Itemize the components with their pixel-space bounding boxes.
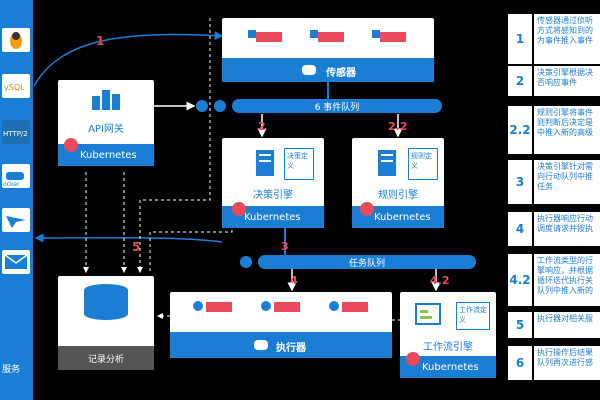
step-text: 执行操作后结果 队列再次进行感 (534, 346, 600, 380)
step-row-4: 4 执行器响应行动 调度请求并按执 (508, 212, 600, 246)
step-num: 6 (508, 346, 532, 380)
rule-engine-k8s: Kubernetes (352, 206, 444, 228)
step-text: 工作流类型的行 擎响应，并根据 循环迭代执行关 队列中推入新的 (534, 254, 600, 306)
server-icon (256, 150, 274, 176)
mysql-icon: ySQL (2, 74, 30, 98)
executor-box: 执行器 (170, 292, 392, 358)
step-num: 4 (508, 212, 532, 246)
decision-engine-box: 决策定义 决策引擎 Kubernetes (222, 138, 324, 228)
step-num: 4.2 (508, 254, 532, 306)
sensor-box: 传感器 (222, 18, 434, 82)
step-number-4: 4 (290, 274, 298, 287)
step-text: 执行器响应行动 调度请求并按执 (534, 212, 600, 246)
database-icon (84, 284, 128, 320)
step-row-2: 2 决策引擎根据决 否响应事件 (508, 66, 600, 96)
step-number-2: 2 (258, 120, 266, 133)
step-row-6: 6 执行操作后结果 队列再次进行感 (508, 346, 600, 380)
rule-engine-box: 规则定义 规则引擎 Kubernetes (352, 138, 444, 228)
decision-engine-k8s: Kubernetes (222, 206, 324, 228)
mail-icon (2, 250, 30, 274)
rule-engine-title: 规则引擎 (378, 190, 418, 201)
server-icon (378, 150, 396, 176)
event-queue: 6 事件队列 (232, 99, 442, 113)
task-queue-dot (240, 256, 252, 268)
executor-title: 执行器 (276, 343, 306, 354)
step-row-3: 3 决策引擎针对需 向行动队列中推 任务 (508, 160, 600, 204)
sidebar-label: 服务 (2, 365, 21, 375)
svg-text:ySQL: ySQL (4, 83, 25, 92)
workflow-definition-doc: 工作流定义 (456, 302, 490, 330)
rule-definition-doc: 规则定义 (408, 148, 438, 180)
sensor-module-icons (248, 30, 406, 42)
step-num: 1 (508, 14, 532, 64)
step-text: 决策引擎根据决 否响应事件 (534, 66, 600, 96)
step-row-4-2: 4.2 工作流类型的行 擎响应，并根据 循环迭代执行关 队列中推入新的 (508, 254, 600, 306)
docker-icon: ocker (2, 164, 30, 188)
decision-engine-title: 决策引擎 (253, 190, 293, 201)
step-text: 决策引擎针对需 向行动队列中推 任务 (534, 160, 600, 204)
executor-bar: 执行器 (170, 332, 392, 358)
api-gateway-title: API网关 (88, 124, 124, 135)
step-row-1: 1 传感器通过侦听 方式将感知到的 为事件推入事件 (508, 14, 600, 64)
mongodb-box: MongoDB 记录分析 (58, 276, 154, 370)
step-num: 5 (508, 312, 532, 338)
helm-icon (64, 138, 78, 152)
step-number-4-2: 4.2 (430, 274, 450, 287)
step-row-5: 5 执行器对相关服 (508, 312, 600, 338)
step-number-5: 5 (132, 240, 141, 254)
step-text: 规则引擎将事件 则判断后决定是 中推入新的高级 (534, 106, 600, 154)
workflow-engine-box: 工作流定义 工作流引擎 Kubernetes (400, 292, 496, 378)
mongodb-title: MongoDB (79, 318, 133, 329)
svg-text:HTTP/2: HTTP/2 (3, 130, 28, 138)
event-queue-dot (196, 100, 208, 112)
workflow-icon (415, 303, 441, 325)
executor-module-icons (193, 301, 368, 312)
step-number-2-2: 2.2 (388, 120, 408, 133)
step-num: 2 (508, 66, 532, 96)
api-gateway-box: API网关 Kubernetes (58, 80, 154, 166)
docker-icon (302, 65, 316, 75)
workflow-engine-title: 工作流引擎 (423, 342, 473, 353)
sensor-title: 传感器 (326, 68, 356, 79)
sensor-bar: 传感器 (222, 58, 434, 82)
task-queue: 任务队列 (258, 255, 476, 269)
event-queue-dot (214, 100, 226, 112)
record-analysis-label: 记录分析 (58, 346, 154, 370)
api-gateway-k8s: Kubernetes (58, 144, 154, 166)
helm-icon (232, 202, 246, 216)
helm-icon (360, 202, 374, 216)
step-number-1: 1 (96, 34, 105, 48)
step-row-2-2: 2.2 规则引擎将事件 则判断后决定是 中推入新的高级 (508, 106, 600, 154)
docker-icon (254, 340, 268, 350)
step-number-3: 3 (281, 240, 289, 253)
gateway-icon (92, 90, 120, 110)
helm-icon (406, 352, 420, 366)
http2-icon: HTTP/2 (2, 120, 30, 144)
step-text: 执行器对相关服 (534, 312, 600, 338)
bird-icon (2, 208, 30, 232)
service-sidebar (0, 0, 33, 400)
step-num: 3 (508, 160, 532, 204)
step-num: 2.2 (508, 106, 532, 154)
svg-text:ocker: ocker (3, 181, 20, 188)
workflow-engine-k8s: Kubernetes (400, 356, 496, 378)
step-text: 传感器通过侦听 方式将感知到的 为事件推入事件 (534, 14, 600, 64)
decision-definition-doc: 决策定义 (284, 148, 314, 180)
linux-icon (2, 28, 30, 52)
